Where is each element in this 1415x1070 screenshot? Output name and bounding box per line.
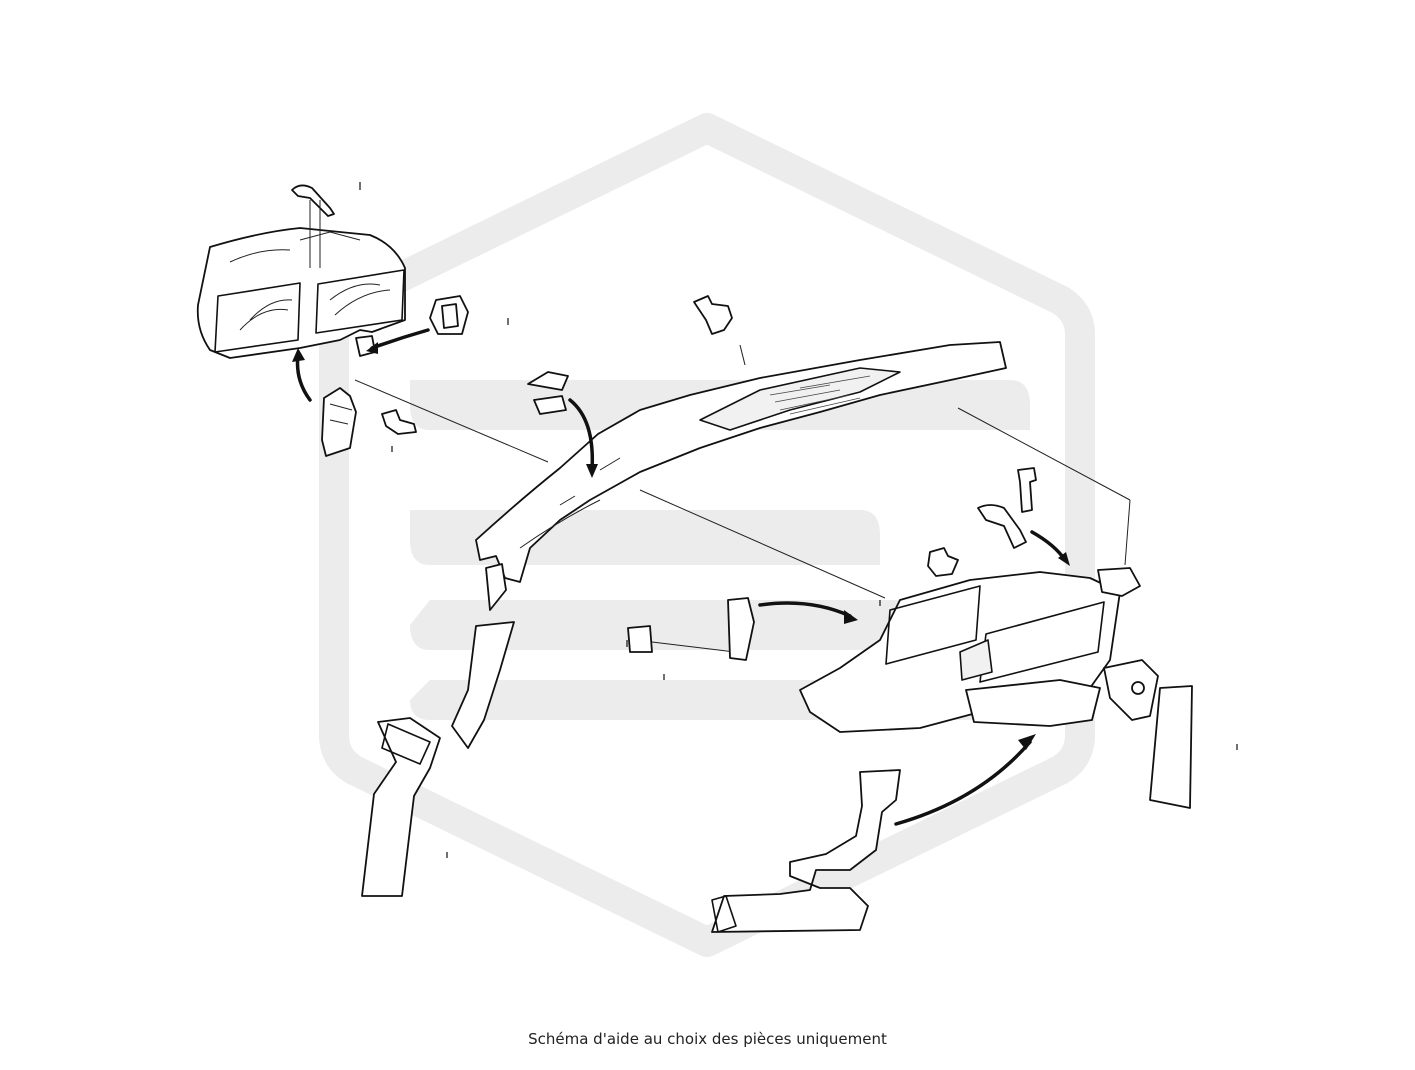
retaining-strap-right <box>977 504 1027 549</box>
arrow-grommet <box>366 328 430 354</box>
lower-duct <box>965 679 1101 727</box>
push-clip-left <box>381 409 417 435</box>
side-bracket <box>1103 659 1193 809</box>
arrow-connector <box>758 601 858 624</box>
small-clip <box>355 335 376 357</box>
push-clip-top <box>693 295 733 335</box>
connector <box>627 597 755 661</box>
screw <box>1017 467 1037 513</box>
front-duct-housing <box>196 227 406 359</box>
floor-duct <box>711 769 901 933</box>
retaining-strap-left <box>291 184 335 268</box>
grommet <box>429 295 469 335</box>
side-bracket-left <box>321 387 357 457</box>
arrow-strap-right <box>1030 530 1070 566</box>
caption: Schéma d'aide au choix des pièces unique… <box>528 1030 887 1048</box>
bracket-clip <box>527 371 569 415</box>
tick-marks <box>359 182 1238 858</box>
arrow-bracket <box>292 348 312 402</box>
arrow-bracket-clip <box>568 398 598 478</box>
leader-lines <box>354 344 1131 653</box>
side-duct <box>361 717 441 897</box>
arrow-floor-duct <box>894 734 1036 826</box>
push-clip-right <box>927 547 959 577</box>
vertical-duct-left <box>451 563 515 749</box>
cowl-panel <box>475 341 1007 583</box>
